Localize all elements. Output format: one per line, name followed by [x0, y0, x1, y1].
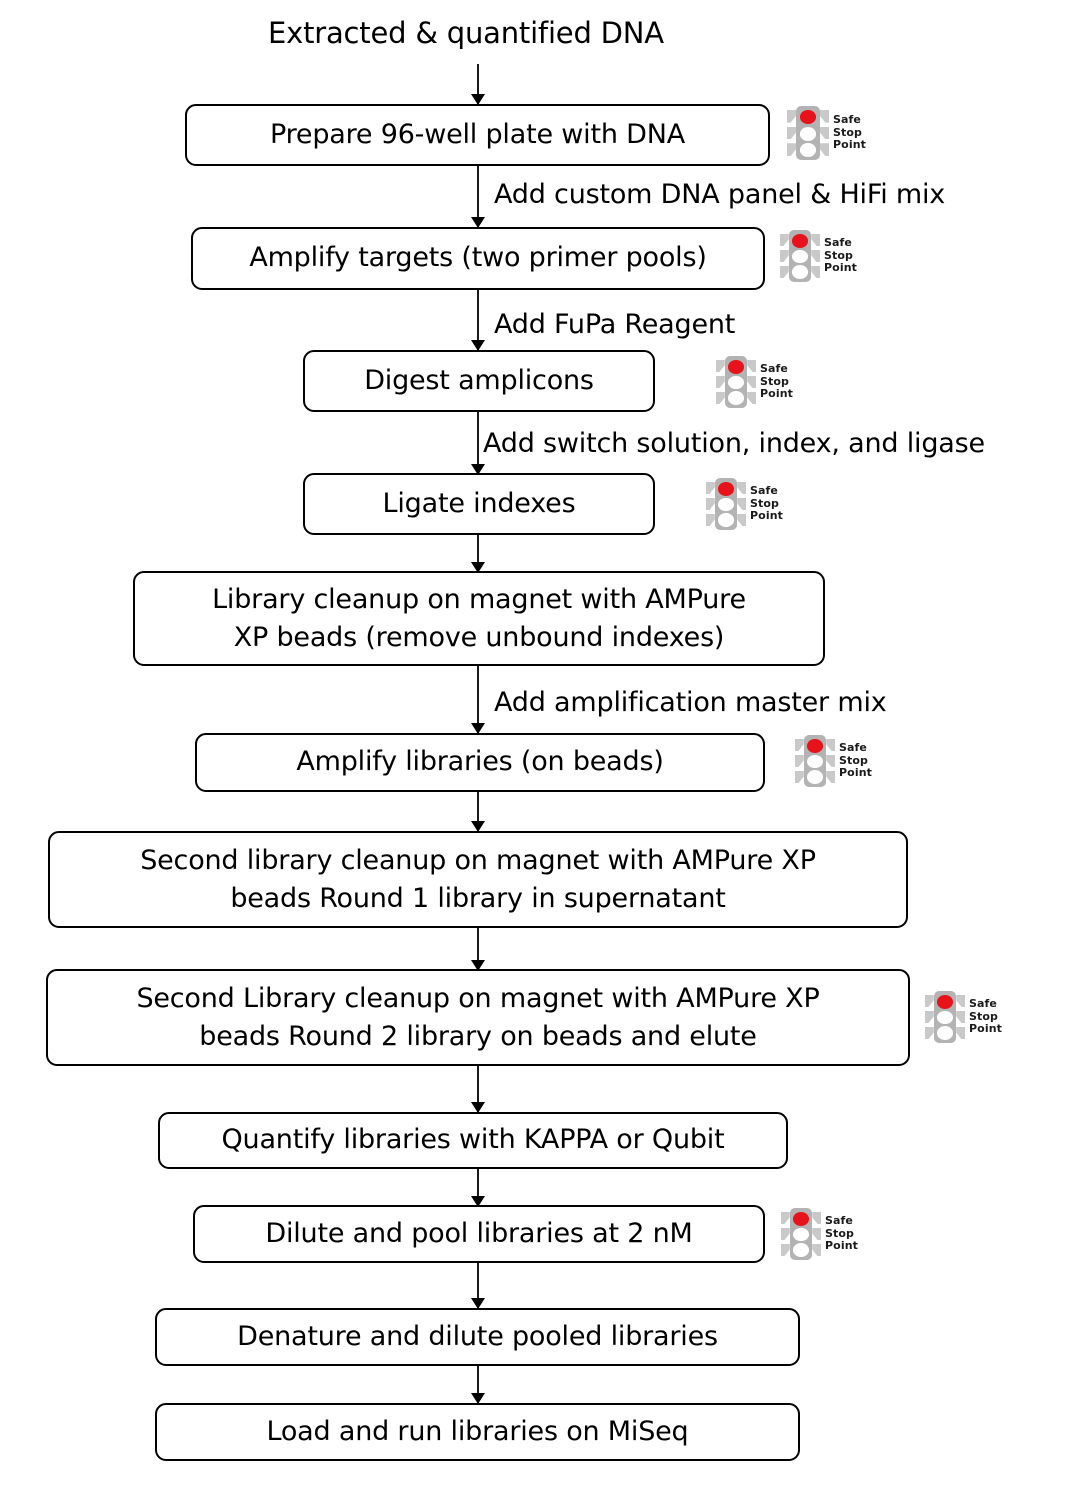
node-second-cleanup-round1[interactable]: Second library cleanup on magnet with AM…: [48, 831, 908, 928]
diagram-title: Extracted & quantified DNA: [268, 16, 664, 50]
node-label-line1: Library cleanup on magnet with AMPure: [212, 584, 746, 616]
point-text: Point: [824, 261, 857, 275]
point-text: Point: [839, 766, 872, 780]
safe-stop-point-text: Safe Stop Point: [824, 235, 857, 275]
node-amplify-libraries-on-beads[interactable]: Amplify libraries (on beads): [195, 733, 765, 792]
node-prepare-96-well-plate[interactable]: Prepare 96-well plate with DNA: [185, 104, 770, 166]
safe-text: Safe: [839, 740, 867, 754]
node-ligate-indexes[interactable]: Ligate indexes: [303, 473, 655, 535]
safe-text: Safe: [833, 112, 861, 126]
safe-stop-point-badge-n10: Safe Stop Point: [781, 1208, 858, 1260]
traffic-light-icon: [795, 735, 835, 787]
safe-text: Safe: [760, 361, 788, 375]
safe-stop-point-text: Safe Stop Point: [750, 483, 783, 523]
point-text: Point: [833, 138, 866, 152]
point-text: Point: [750, 509, 783, 523]
safe-text: Safe: [825, 1213, 853, 1227]
node-label: Prepare 96-well plate with DNA: [270, 118, 685, 150]
safe-stop-point-badge-n4: Safe Stop Point: [706, 478, 783, 530]
node-label: Amplify libraries (on beads): [296, 746, 664, 778]
traffic-light-icon: [781, 1208, 821, 1260]
safe-stop-point-badge-n1: Safe Stop Point: [787, 106, 866, 160]
node-digest-amplicons[interactable]: Digest amplicons: [303, 350, 655, 412]
node-dilute-and-pool-libraries[interactable]: Dilute and pool libraries at 2 nM: [193, 1205, 765, 1263]
edge-label-add-fupa-reagent: Add FuPa Reagent: [494, 309, 736, 340]
node-label-line2: XP beads (remove unbound indexes): [233, 621, 725, 653]
safe-text: Safe: [750, 483, 778, 497]
safe-stop-point-badge-n6: Safe Stop Point: [795, 735, 872, 787]
safe-text: Safe: [969, 996, 997, 1010]
safe-stop-point-badge-n3: Safe Stop Point: [716, 356, 793, 408]
safe-stop-point-badge-n8: Safe Stop Point: [925, 991, 1002, 1043]
node-label: Quantify libraries with KAPPA or Qubit: [221, 1124, 725, 1156]
edge-label-add-dna-panel: Add custom DNA panel & HiFi mix: [494, 179, 946, 210]
stop-text: Stop: [750, 496, 780, 510]
traffic-light-icon: [787, 106, 829, 160]
node-second-cleanup-round2[interactable]: Second Library cleanup on magnet with AM…: [46, 969, 910, 1066]
stop-text: Stop: [825, 1226, 855, 1240]
node-load-and-run-miseq[interactable]: Load and run libraries on MiSeq: [155, 1403, 800, 1461]
traffic-light-icon: [780, 230, 820, 282]
traffic-light-icon: [706, 478, 746, 530]
traffic-light-icon: [925, 991, 965, 1043]
stop-text: Stop: [969, 1009, 999, 1023]
point-text: Point: [760, 387, 793, 401]
node-label-line2: beads Round 1 library in supernatant: [230, 882, 726, 914]
node-label-line1: Second library cleanup on magnet with AM…: [140, 845, 816, 877]
node-label: Ligate indexes: [382, 487, 576, 519]
point-text: Point: [825, 1239, 858, 1253]
safe-stop-point-text: Safe Stop Point: [833, 112, 866, 152]
node-label: Amplify targets (two primer pools): [249, 242, 707, 274]
node-label: Dilute and pool libraries at 2 nM: [265, 1217, 693, 1249]
safe-stop-point-text: Safe Stop Point: [825, 1213, 858, 1253]
traffic-light-icon: [716, 356, 756, 408]
safe-stop-point-badge-n2: Safe Stop Point: [780, 230, 857, 282]
point-text: Point: [969, 1022, 1002, 1036]
node-amplify-targets[interactable]: Amplify targets (two primer pools): [191, 227, 765, 290]
node-label: Denature and dilute pooled libraries: [237, 1320, 718, 1352]
safe-stop-point-text: Safe Stop Point: [760, 361, 793, 401]
node-label-line2: beads Round 2 library on beads and elute: [199, 1020, 757, 1052]
node-label: Digest amplicons: [364, 364, 594, 396]
safe-stop-point-text: Safe Stop Point: [839, 740, 872, 780]
node-quantify-libraries[interactable]: Quantify libraries with KAPPA or Qubit: [158, 1112, 788, 1169]
stop-text: Stop: [824, 248, 854, 262]
node-label-line1: Second Library cleanup on magnet with AM…: [136, 983, 820, 1015]
edge-label-add-amplification-mix: Add amplification master mix: [494, 687, 887, 718]
node-label: Load and run libraries on MiSeq: [266, 1415, 689, 1447]
safe-stop-point-text: Safe Stop Point: [969, 996, 1002, 1036]
edge-label-add-switch-solution: Add switch solution, index, and ligase: [483, 428, 985, 459]
stop-text: Stop: [833, 125, 863, 139]
stop-text: Stop: [839, 753, 869, 767]
node-denature-and-dilute[interactable]: Denature and dilute pooled libraries: [155, 1308, 800, 1366]
safe-text: Safe: [824, 235, 852, 249]
node-library-cleanup-ampure[interactable]: Library cleanup on magnet with AMPure XP…: [133, 571, 825, 666]
stop-text: Stop: [760, 374, 790, 388]
